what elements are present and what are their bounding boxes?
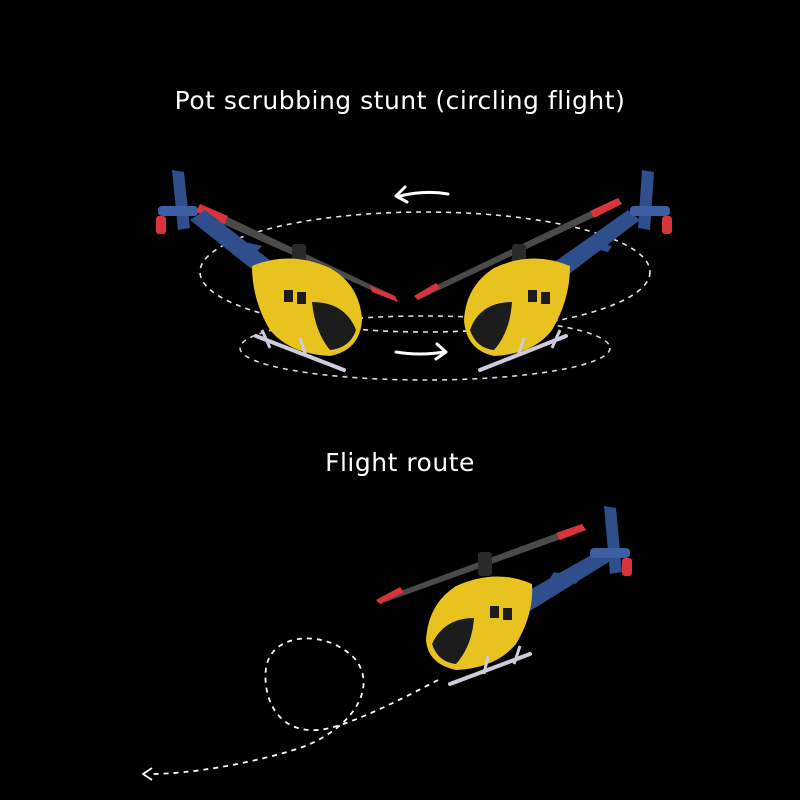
arrow-left-icon — [394, 185, 450, 204]
stunt-caption: Pot scrubbing stunt (circling flight) — [174, 86, 626, 115]
arrow-right-icon — [394, 342, 448, 361]
helicopter-left — [156, 170, 398, 372]
orbit-ellipse-lower — [239, 315, 611, 381]
helicopter-route — [376, 506, 632, 686]
orbit-ellipse-outer — [199, 211, 651, 333]
helicopter-right — [414, 170, 672, 372]
flight-route-caption: Flight route — [325, 448, 475, 477]
flight-route-path — [142, 637, 439, 781]
